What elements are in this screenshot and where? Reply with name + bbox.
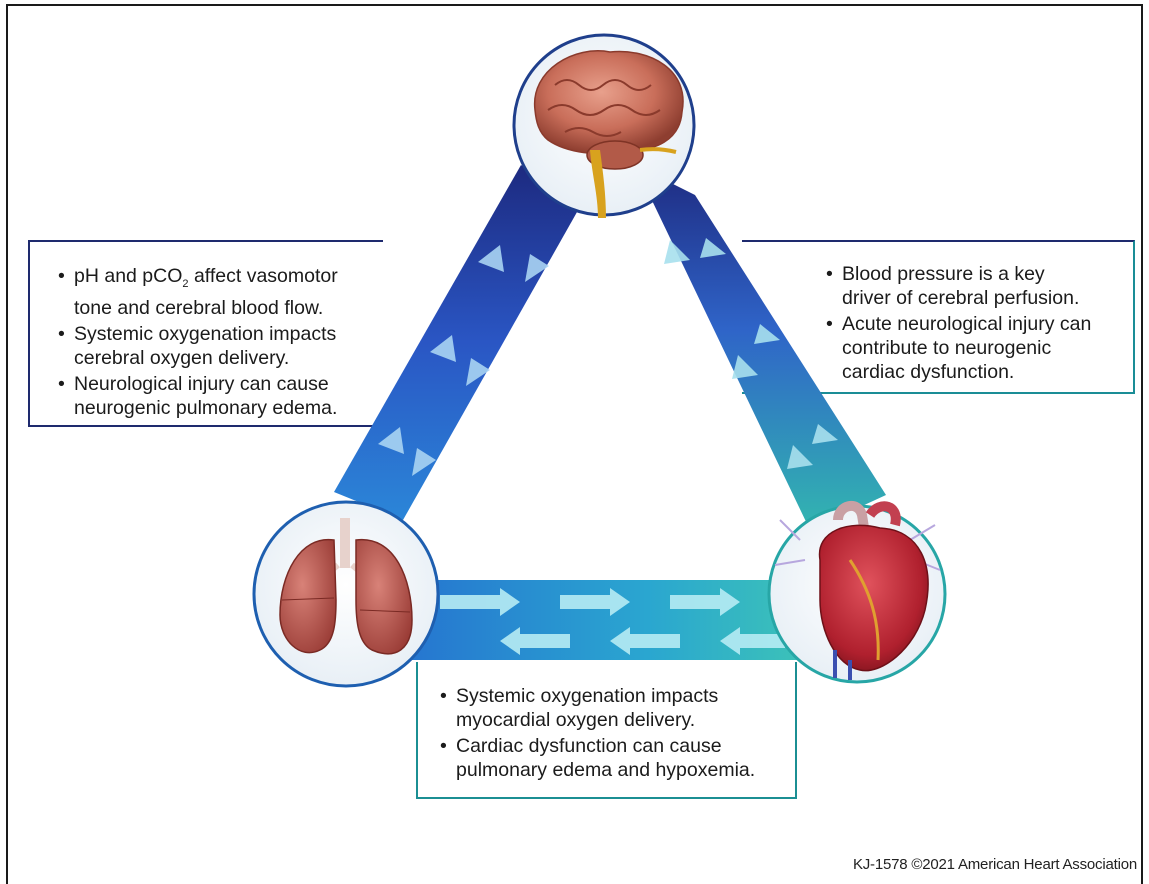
lungs-icon <box>279 518 413 655</box>
brain-heart-arrows <box>664 238 838 469</box>
brain-heart-info-box: Blood pressure is a key driver of cerebr… <box>742 240 1135 394</box>
bullet-ph-pco2: pH and pCO2 affect vasomotor tone and ce… <box>54 264 373 320</box>
lungs-brain-info-box: pH and pCO2 affect vasomotor tone and ce… <box>28 240 383 427</box>
brain-icon <box>534 50 684 218</box>
lungs-node <box>252 500 440 688</box>
bullet-systemic-oxygenation-cerebral: Systemic oxygenation impacts cerebral ox… <box>54 322 373 370</box>
brain-node <box>512 33 696 218</box>
heart-node <box>767 501 947 684</box>
brain-lungs-band <box>334 165 581 520</box>
bullet-neurogenic-edema: Neurological injury can cause neurogenic… <box>54 372 373 420</box>
bullet-myocardial-oxygen: Systemic oxygenation impacts myocardial … <box>436 684 785 732</box>
brain-heart-band <box>635 165 886 530</box>
credit-line: KJ-1578 ©2021 American Heart Association <box>852 856 1137 873</box>
lungs-heart-info-box: Systemic oxygenation impacts myocardial … <box>416 662 797 799</box>
lungs-heart-arrows <box>440 588 785 655</box>
heart-icon <box>774 501 941 680</box>
bullet-blood-pressure: Blood pressure is a key driver of cerebr… <box>822 262 1123 310</box>
bullet-cardiac-dysfunction: Cardiac dysfunction can cause pulmonary … <box>436 734 785 782</box>
figure-frame <box>6 4 1143 884</box>
bullet-neurogenic-cardiac: Acute neurological injury can contribute… <box>822 312 1123 384</box>
brain-lungs-arrows <box>378 245 549 476</box>
